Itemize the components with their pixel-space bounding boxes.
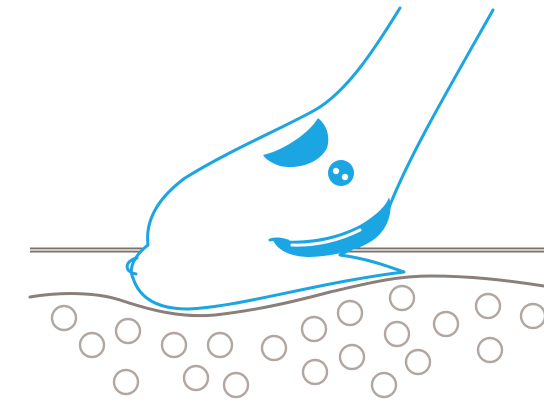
particle	[434, 312, 458, 336]
particle	[340, 345, 364, 369]
applicator-device	[127, 8, 493, 309]
particle	[224, 373, 248, 397]
particle	[184, 366, 208, 390]
particle	[208, 333, 232, 357]
particle	[390, 286, 414, 310]
particle	[521, 304, 544, 328]
particle	[262, 336, 286, 360]
eye-highlight	[333, 168, 339, 174]
particle	[338, 301, 362, 325]
particle	[385, 322, 409, 346]
particle	[80, 333, 104, 357]
particle	[114, 370, 138, 394]
particle	[116, 319, 140, 343]
eye-highlight	[342, 174, 348, 180]
particle	[406, 350, 430, 374]
particle	[476, 294, 500, 318]
particle	[52, 306, 76, 330]
particle	[478, 338, 502, 362]
eye-icon	[328, 160, 354, 186]
particle	[372, 373, 396, 397]
particle	[162, 333, 186, 357]
particle	[302, 317, 326, 341]
particle	[303, 360, 327, 384]
